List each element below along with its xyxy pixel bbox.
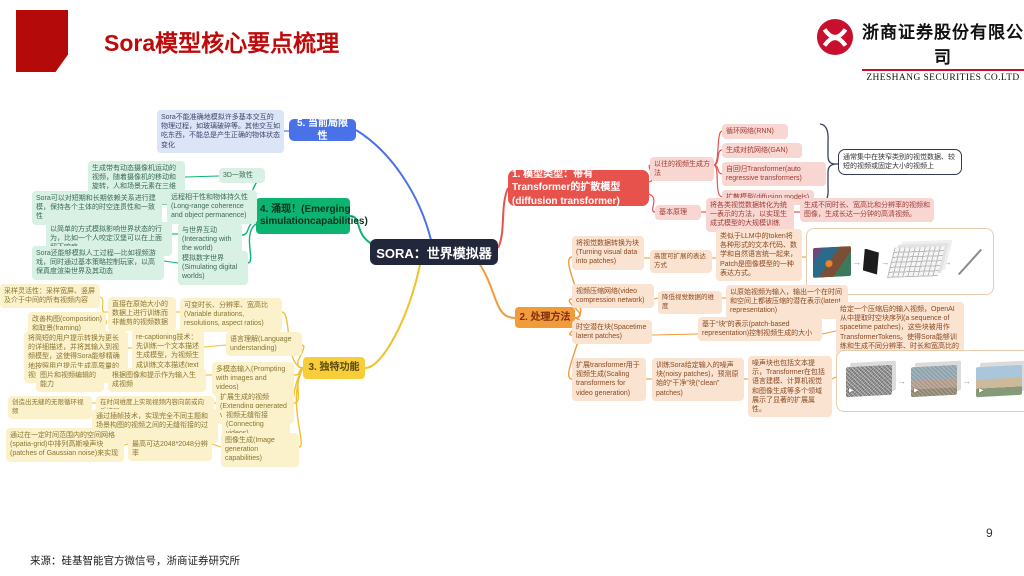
source-note: 来源：硅基智能官方微信号，浙商证券研究所 bbox=[30, 555, 240, 567]
noisy-frames-icon: ▶ bbox=[846, 364, 892, 398]
processing-row-text: 类似于LLM中的token将各种形式的文本代码、数学和自然语言统一起来，Patc… bbox=[716, 229, 802, 282]
processing-row-mid: 高度可扩展的表达方式 bbox=[650, 250, 712, 274]
emerging-item-label: 模拟数字世界(Simulating digital worlds) bbox=[178, 251, 248, 285]
right-arrow-icon: → bbox=[852, 256, 862, 267]
processing-row-topic: 扩展transformer用于视频生成(Scaling transformers… bbox=[572, 358, 646, 401]
processing-row-text: 噪声块也包括文本提示，Transformer在包括语言建模、计算机视觉和图像生成… bbox=[748, 356, 832, 418]
limitations-note: Sora不能准确地模拟许多基本交互的物理过程，如玻璃破碎等。其他交互如吃东西，不… bbox=[157, 110, 284, 153]
group-brace bbox=[819, 123, 838, 205]
topic-emerging: 4. 涌现！(Emerging simulationcapabilities) bbox=[256, 198, 368, 234]
clean-frames-icon: ▶ bbox=[976, 364, 1022, 398]
encoder-block-icon bbox=[862, 248, 879, 275]
emerging-item-label: 远程相干性和物体持久性(Long-range coherence and obj… bbox=[167, 190, 257, 224]
play-icon: ▶ bbox=[979, 387, 984, 395]
right-arrow-icon: → bbox=[880, 256, 890, 267]
company-name: 浙商证券股份有限公司 ZHESHANG SECURITIES CO.LTD bbox=[862, 18, 1024, 83]
method-rnn: 循环网络(RNN) bbox=[722, 124, 788, 140]
video-frame-thumbnail bbox=[812, 245, 851, 278]
patch-sequence-icon bbox=[958, 248, 983, 275]
feature-subnote: 采样灵活性：采样宽屏、竖屏及介于中间的所有视频内容 bbox=[0, 284, 100, 309]
page-number: 9 bbox=[986, 526, 993, 540]
emerging-item-note: Sora可以对短期和长期依赖关系进行建模，保持各个主体的时空连贯性和一致性 bbox=[32, 191, 162, 225]
processing-row-mid: 训练Sora给定输入的噪声块(noisy patches)，预测原始的“干净”块… bbox=[652, 358, 744, 401]
topic-model-type: 1. 模型类型：带有Transformer的扩散模型(diffusion tra… bbox=[508, 169, 649, 207]
method-autoregressive: 自回归Transformer(auto regressive transform… bbox=[722, 162, 826, 187]
topic-limitations: 5. 当前局限性 bbox=[289, 118, 356, 142]
page-title: Sora模型核心要点梳理 bbox=[104, 30, 340, 56]
central-topic: SORA：世界模拟器 bbox=[370, 239, 498, 265]
feature-text: 通过在一定时间范围内的空间网格(spatia-grid)中排列高斯噪声块(pat… bbox=[6, 428, 124, 462]
denoising-figure: ▶ → ▶ → ▶ bbox=[836, 350, 1024, 412]
feature-mid: 最高可达2048*2048分辨率 bbox=[128, 437, 212, 462]
right-arrow-icon: → bbox=[962, 376, 971, 386]
company-name-en: ZHESHANG SECURITIES CO.LTD bbox=[866, 73, 1020, 83]
feature-leaf: 图像生成(Image generation capabilities) bbox=[221, 433, 299, 467]
emerging-item-note: Sora还能够模拟人工过程—比如视频游戏，同时通过基本策略控制玩家，以高保真度渲… bbox=[32, 246, 164, 280]
play-icon: ▶ bbox=[914, 387, 919, 395]
feature-mid: 根据图像和提示作为输入生成视频 bbox=[108, 368, 206, 393]
feature-text: 创造出无缝的无限循环视频 bbox=[8, 396, 92, 420]
processing-row-text: 以原始视频为输入，输出一个在时间和空间上都被压缩的潜在表示(latent rep… bbox=[726, 285, 848, 319]
feature-mid: 直接在原始大小的数据上进行训练而非裁剪的视频数据 bbox=[108, 297, 176, 331]
topic-processing: 2. 处理方法 bbox=[515, 307, 575, 328]
patch-grid-stack-icon bbox=[887, 245, 946, 278]
company-name-cn: 浙商证券股份有限公司 bbox=[862, 18, 1024, 71]
play-icon: ▶ bbox=[849, 387, 854, 395]
zheshang-logo-icon bbox=[816, 18, 854, 61]
principle-text: 将各类视觉数据转化为统一表示的方法，以实现生成式模型的大规模训练 bbox=[706, 198, 794, 232]
feature-text: 图片和视频编辑的能力 bbox=[36, 368, 104, 393]
red-corner-decoration bbox=[16, 10, 68, 72]
feature-leaf: 可变时长、分辨率、宽高比(Variable durations, resolut… bbox=[180, 298, 282, 332]
video-to-patches-figure: → → → bbox=[806, 228, 994, 295]
right-arrow-icon: → bbox=[897, 376, 906, 386]
processing-row-mid: 基于“块”的表示(patch-based representation)控制视频… bbox=[698, 317, 822, 342]
processing-row-topic: 将视觉数据转换为块(Turning visual data into patch… bbox=[572, 236, 644, 270]
processing-row-topic: 视频压缩网络(video compression network) bbox=[572, 284, 654, 309]
emerging-item-label: 3D一致性 bbox=[219, 168, 265, 184]
prev-methods-label: 以往的视频生成方法 bbox=[650, 157, 714, 182]
processing-row-topic: 时空潜在块(Spacetime latent patches) bbox=[572, 320, 652, 345]
denoising-frames-icon: ▶ bbox=[911, 364, 957, 398]
feature-leaf: 语言理解(Language understanding) bbox=[226, 332, 302, 357]
company-logo: 浙商证券股份有限公司 ZHESHANG SECURITIES CO.LTD bbox=[816, 18, 1024, 83]
prev-methods-callout: 通常集中在狭窄类别的视觉数据、较短的视频或固定大小的视频上 bbox=[838, 149, 962, 176]
topic-features: 3. 独特功能 bbox=[303, 357, 365, 379]
principle-result: 生成不同时长、宽高比和分辨率的视频和图像，生成长达一分钟的高清视频。 bbox=[800, 198, 934, 223]
method-gan: 生成对抗网络(GAN) bbox=[722, 143, 802, 159]
principle-label: 基本原理 bbox=[655, 205, 701, 221]
processing-row-mid: 降低视觉数据的维度 bbox=[658, 291, 722, 315]
right-arrow-icon: → bbox=[942, 256, 952, 267]
